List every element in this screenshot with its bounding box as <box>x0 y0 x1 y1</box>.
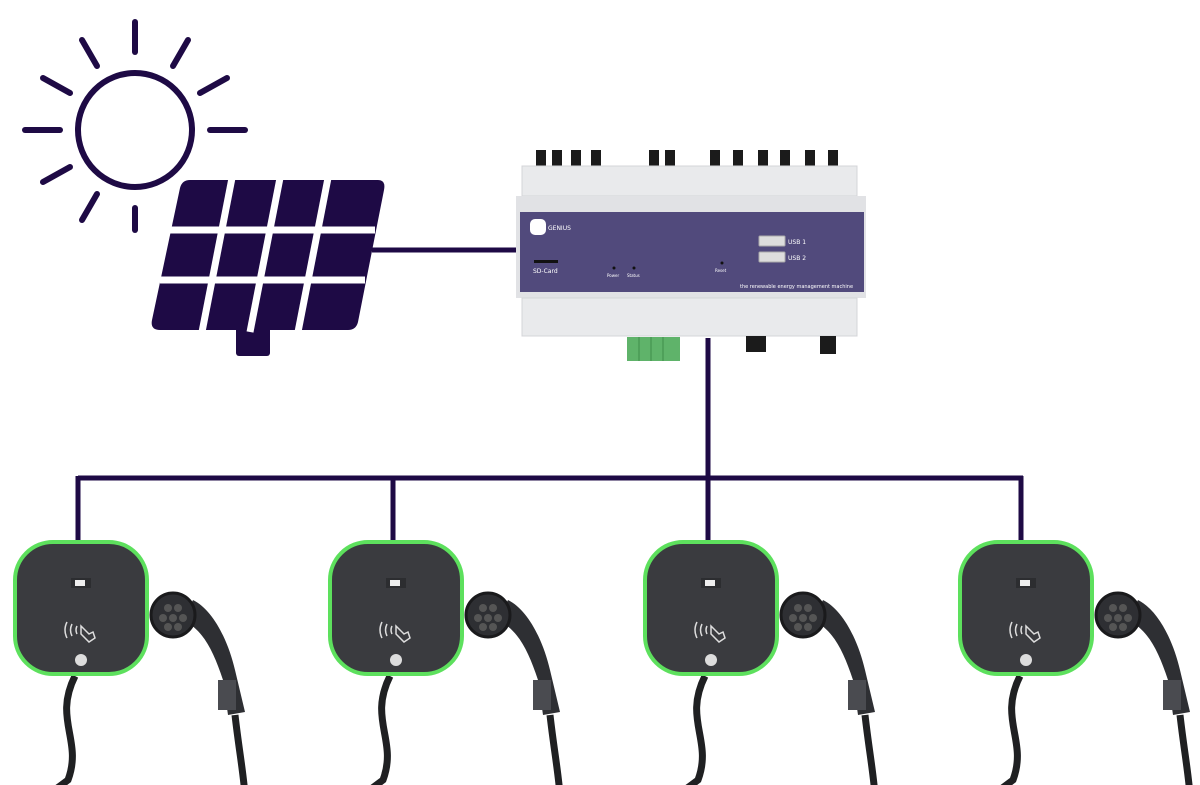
sd-card-slot[interactable] <box>534 260 558 263</box>
ev-charger-3 <box>645 542 875 785</box>
solar-panel-icon <box>151 177 385 356</box>
status-label: Status <box>627 273 640 278</box>
power-led <box>612 266 616 270</box>
device-tagline: the renewable energy management machine <box>740 284 853 290</box>
power-label: Power <box>607 273 619 278</box>
usb1-label: USB 1 <box>788 239 806 246</box>
usb-port-1[interactable] <box>758 235 786 247</box>
reset-label: Reset <box>715 268 727 273</box>
connection-lines <box>75 247 1024 542</box>
sun-icon <box>22 19 248 233</box>
usb-port-2[interactable] <box>758 251 786 263</box>
device-name: GENIUS <box>548 225 571 232</box>
reset-button[interactable] <box>720 261 724 265</box>
status-led <box>632 266 636 270</box>
usb2-label: USB 2 <box>788 255 806 262</box>
sd-card-label: SD-Card <box>533 268 558 275</box>
terminal-block <box>627 337 680 361</box>
ev-charger-4 <box>960 542 1190 785</box>
ev-charger-2 <box>330 542 560 785</box>
ev-charger-1 <box>15 542 245 785</box>
lade-logo <box>530 219 546 235</box>
device-front-panel <box>520 212 864 292</box>
genius-controller-device: GENIUS SD-Card Power Status Reset USB 1 … <box>516 150 866 361</box>
